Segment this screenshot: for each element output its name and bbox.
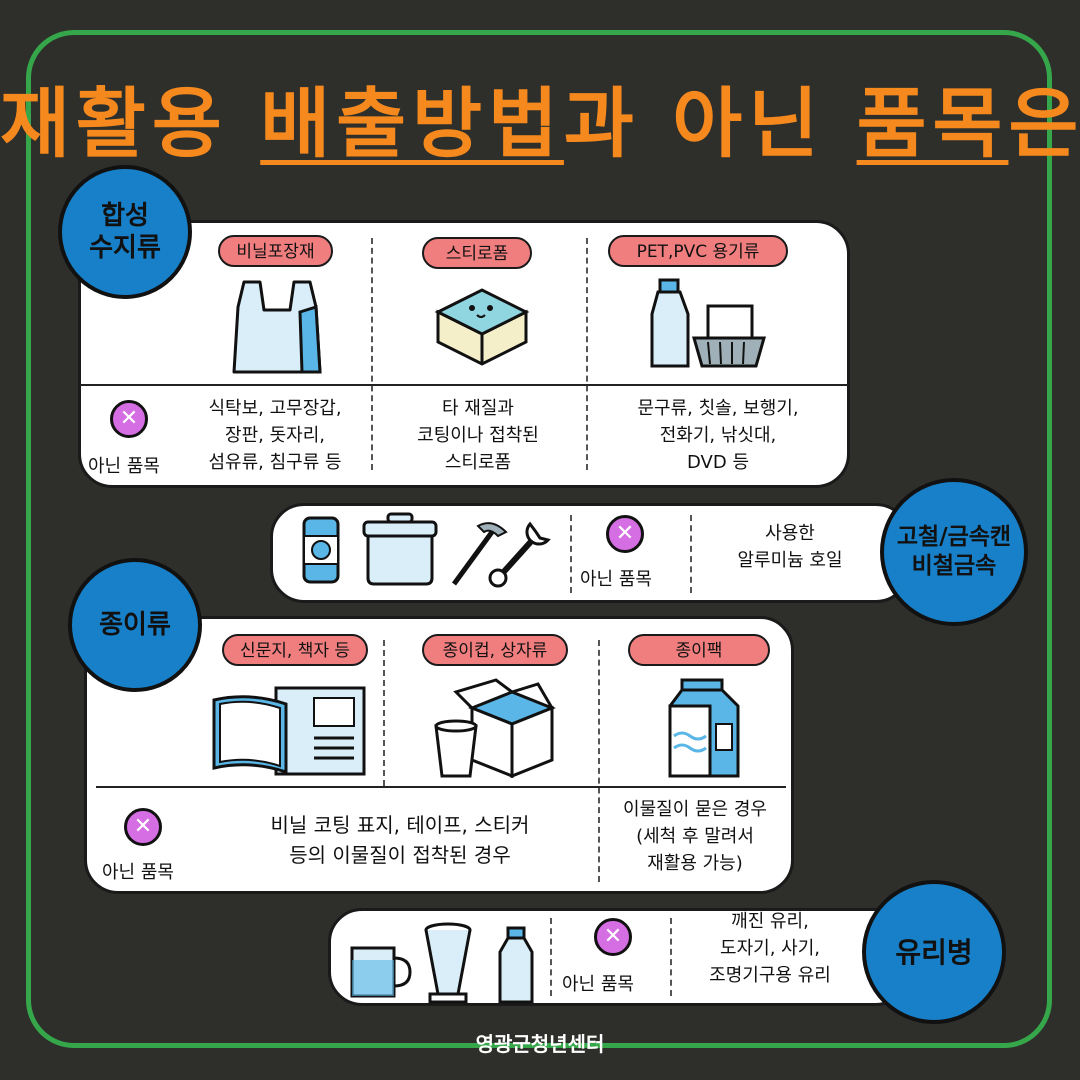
divider bbox=[670, 918, 672, 996]
paper-cup-label: 종이컵, 상자류 bbox=[422, 634, 568, 666]
vinyl-label: 비닐포장재 bbox=[218, 235, 333, 267]
milk-carton-icon bbox=[668, 678, 740, 778]
box-cup-icon bbox=[434, 678, 556, 779]
tools-icon bbox=[451, 521, 551, 588]
glass-bottle-icon bbox=[498, 926, 534, 1004]
divider bbox=[371, 238, 373, 470]
close-icon: ✕ bbox=[606, 515, 644, 553]
page-title: 재활용 배출방법과 아닌 품목은? bbox=[0, 79, 1080, 168]
metal-exclude-text: 사용한 알루미늄 호일 bbox=[737, 523, 843, 571]
newspaper-icon bbox=[212, 686, 366, 776]
divider bbox=[80, 384, 848, 386]
paper-pack-label: 종이팩 bbox=[628, 634, 770, 666]
glass-category-badge: 유리병 bbox=[862, 880, 1006, 1024]
pet-exclude-text: 문구류, 칫솔, 보행기, 전화기, 낚싯대, DVD 등 bbox=[637, 398, 799, 473]
not-item-label: 아닌 품목 bbox=[580, 569, 652, 590]
styrofoam-exclude-text: 타 재질과 코팅이나 접착된 스티로폼 bbox=[417, 398, 539, 473]
vinyl-exclude-text: 식탁보, 고무장갑, 장판, 돗자리, 섬유류, 침구류 등 bbox=[208, 398, 342, 473]
glass-cup-icon bbox=[424, 922, 472, 1004]
metal-category-badge: 고철/금속캔 비철금속 bbox=[880, 478, 1028, 626]
footer-credit: 영광군청년센터 bbox=[475, 1032, 605, 1056]
divider bbox=[550, 918, 552, 996]
divider bbox=[570, 515, 572, 593]
paper-pack-exclude-text: 이물질이 묻은 경우 (세척 후 말려서 재활용 가능) bbox=[623, 799, 767, 874]
mug-icon bbox=[350, 946, 412, 998]
newspaper-label: 신문지, 책자 등 bbox=[222, 634, 368, 666]
close-icon: ✕ bbox=[594, 918, 632, 956]
not-item-label: 아닌 품목 bbox=[562, 974, 634, 995]
paper-exclude-text: 비닐 코팅 표지, 테이프, 스티커 등의 이물질이 접착된 경우 bbox=[270, 813, 530, 867]
can-icon bbox=[302, 516, 340, 584]
pet-label: PET,PVC 용기류 bbox=[608, 235, 788, 267]
glass-exclude-text: 깨진 유리, 도자기, 사기, 조명기구용 유리 bbox=[709, 911, 831, 986]
plastic-bag-icon bbox=[232, 280, 322, 374]
divider bbox=[383, 640, 385, 786]
paper-category-badge: 종이류 bbox=[68, 558, 202, 692]
close-icon: ✕ bbox=[124, 808, 162, 846]
pot-icon bbox=[362, 512, 438, 586]
glass-card bbox=[328, 908, 910, 1006]
not-item-label: 아닌 품목 bbox=[88, 456, 160, 477]
divider bbox=[96, 786, 786, 788]
divider bbox=[690, 515, 692, 593]
plastic-category-badge: 합성 수지류 bbox=[58, 165, 192, 299]
plastic-bottle-icon bbox=[650, 278, 766, 368]
divider bbox=[598, 640, 600, 882]
not-item-label: 아닌 품목 bbox=[102, 862, 174, 883]
styrofoam-icon bbox=[434, 288, 530, 366]
close-icon: ✕ bbox=[110, 400, 148, 438]
page-frame bbox=[26, 30, 1052, 1048]
divider bbox=[586, 238, 588, 470]
styrofoam-label: 스티로폼 bbox=[422, 237, 532, 269]
